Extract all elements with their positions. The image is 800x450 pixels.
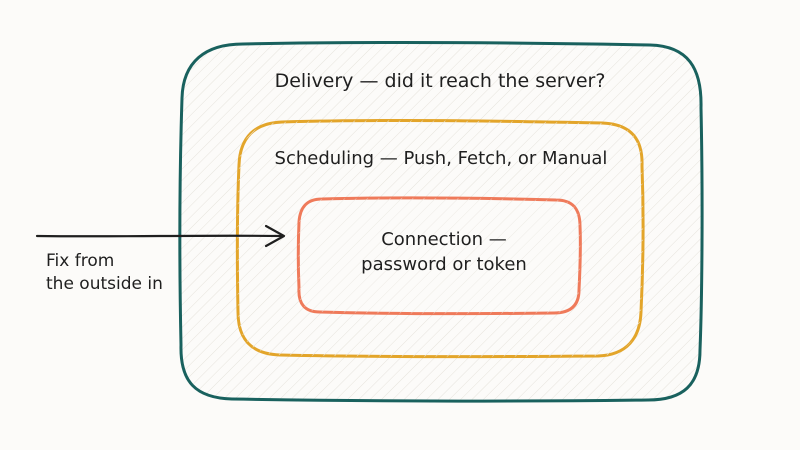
fix-direction-arrow bbox=[35, 234, 285, 238]
note-line-1: Fix from bbox=[46, 251, 115, 271]
connection-layer-label: Connection — password or token bbox=[0, 227, 800, 277]
connection-layer-hatch bbox=[298, 197, 581, 314]
fix-direction-note: Fix from the outside in bbox=[46, 250, 163, 296]
delivery-layer-label: Delivery — did it reach the server? bbox=[274, 70, 606, 92]
note-line-2: the outside in bbox=[46, 274, 163, 294]
connection-label-line-2: password or token bbox=[361, 254, 527, 275]
arrow-head bbox=[264, 224, 286, 248]
connection-label-line-1: Connection — bbox=[381, 229, 507, 250]
scheduling-layer-label: Scheduling — Push, Fetch, or Manual bbox=[274, 148, 608, 169]
